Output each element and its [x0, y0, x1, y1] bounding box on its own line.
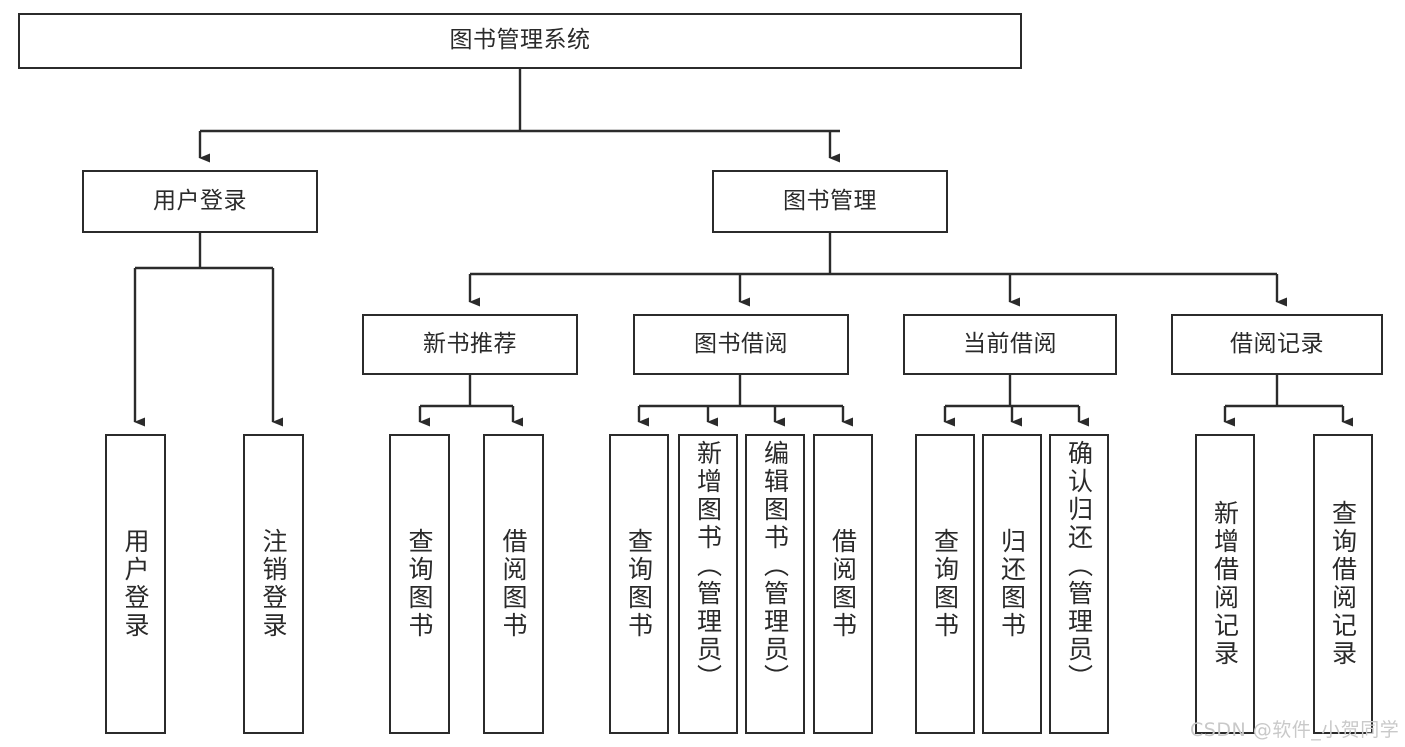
node-book-borrow-label: 图书借阅 — [694, 330, 788, 357]
node-leaf-query-book-3[interactable]: 查询图书 — [915, 434, 975, 734]
node-leaf-query-book-1[interactable]: 查询图书 — [389, 434, 450, 734]
node-leaf-borrow-book-1-label: 借阅图书 — [499, 528, 528, 640]
node-borrow-record-label: 借阅记录 — [1230, 330, 1324, 357]
node-leaf-borrow-book-1[interactable]: 借阅图书 — [483, 434, 544, 734]
node-leaf-add-book-admin[interactable]: 新增图书（管理员） — [678, 434, 738, 734]
node-book-management[interactable]: 图书管理 — [712, 170, 948, 233]
node-user-login[interactable]: 用户登录 — [82, 170, 318, 233]
node-book-borrow[interactable]: 图书借阅 — [633, 314, 849, 375]
node-leaf-confirm-return-admin-label: 确认归还（管理员） — [1064, 440, 1094, 692]
node-book-management-label: 图书管理 — [783, 187, 877, 214]
node-leaf-logout-login-label: 注销登录 — [259, 528, 288, 640]
node-user-login-label: 用户登录 — [153, 187, 247, 214]
node-current-borrow-label: 当前借阅 — [963, 330, 1057, 357]
node-leaf-user-login[interactable]: 用户登录 — [105, 434, 166, 734]
node-new-book-recommend[interactable]: 新书推荐 — [362, 314, 578, 375]
node-leaf-edit-book-admin[interactable]: 编辑图书（管理员） — [745, 434, 805, 734]
node-new-book-recommend-label: 新书推荐 — [423, 330, 517, 357]
node-leaf-return-book[interactable]: 归还图书 — [982, 434, 1042, 734]
node-leaf-confirm-return-admin[interactable]: 确认归还（管理员） — [1049, 434, 1109, 734]
node-leaf-query-book-3-label: 查询图书 — [930, 528, 960, 640]
node-current-borrow[interactable]: 当前借阅 — [903, 314, 1117, 375]
node-leaf-query-book-1-label: 查询图书 — [405, 528, 434, 640]
node-leaf-query-book-2[interactable]: 查询图书 — [609, 434, 669, 734]
node-leaf-borrow-book-2[interactable]: 借阅图书 — [813, 434, 873, 734]
node-leaf-add-borrow-record-label: 新增借阅记录 — [1210, 500, 1240, 668]
node-root-label: 图书管理系统 — [449, 27, 591, 54]
node-leaf-user-login-label: 用户登录 — [121, 528, 150, 640]
node-leaf-add-book-admin-label: 新增图书（管理员） — [693, 440, 723, 692]
node-leaf-query-book-2-label: 查询图书 — [624, 528, 654, 640]
watermark-text: CSDN @软件_小贺同学 — [1190, 719, 1400, 741]
node-leaf-logout-login[interactable]: 注销登录 — [243, 434, 304, 734]
node-leaf-query-borrow-record-label: 查询借阅记录 — [1328, 500, 1358, 668]
node-leaf-query-borrow-record[interactable]: 查询借阅记录 — [1313, 434, 1373, 734]
node-leaf-borrow-book-2-label: 借阅图书 — [828, 528, 858, 640]
node-leaf-edit-book-admin-label: 编辑图书（管理员） — [760, 440, 790, 692]
node-borrow-record[interactable]: 借阅记录 — [1171, 314, 1383, 375]
node-leaf-add-borrow-record[interactable]: 新增借阅记录 — [1195, 434, 1255, 734]
node-root[interactable]: 图书管理系统 — [18, 13, 1022, 69]
node-leaf-return-book-label: 归还图书 — [997, 528, 1027, 640]
